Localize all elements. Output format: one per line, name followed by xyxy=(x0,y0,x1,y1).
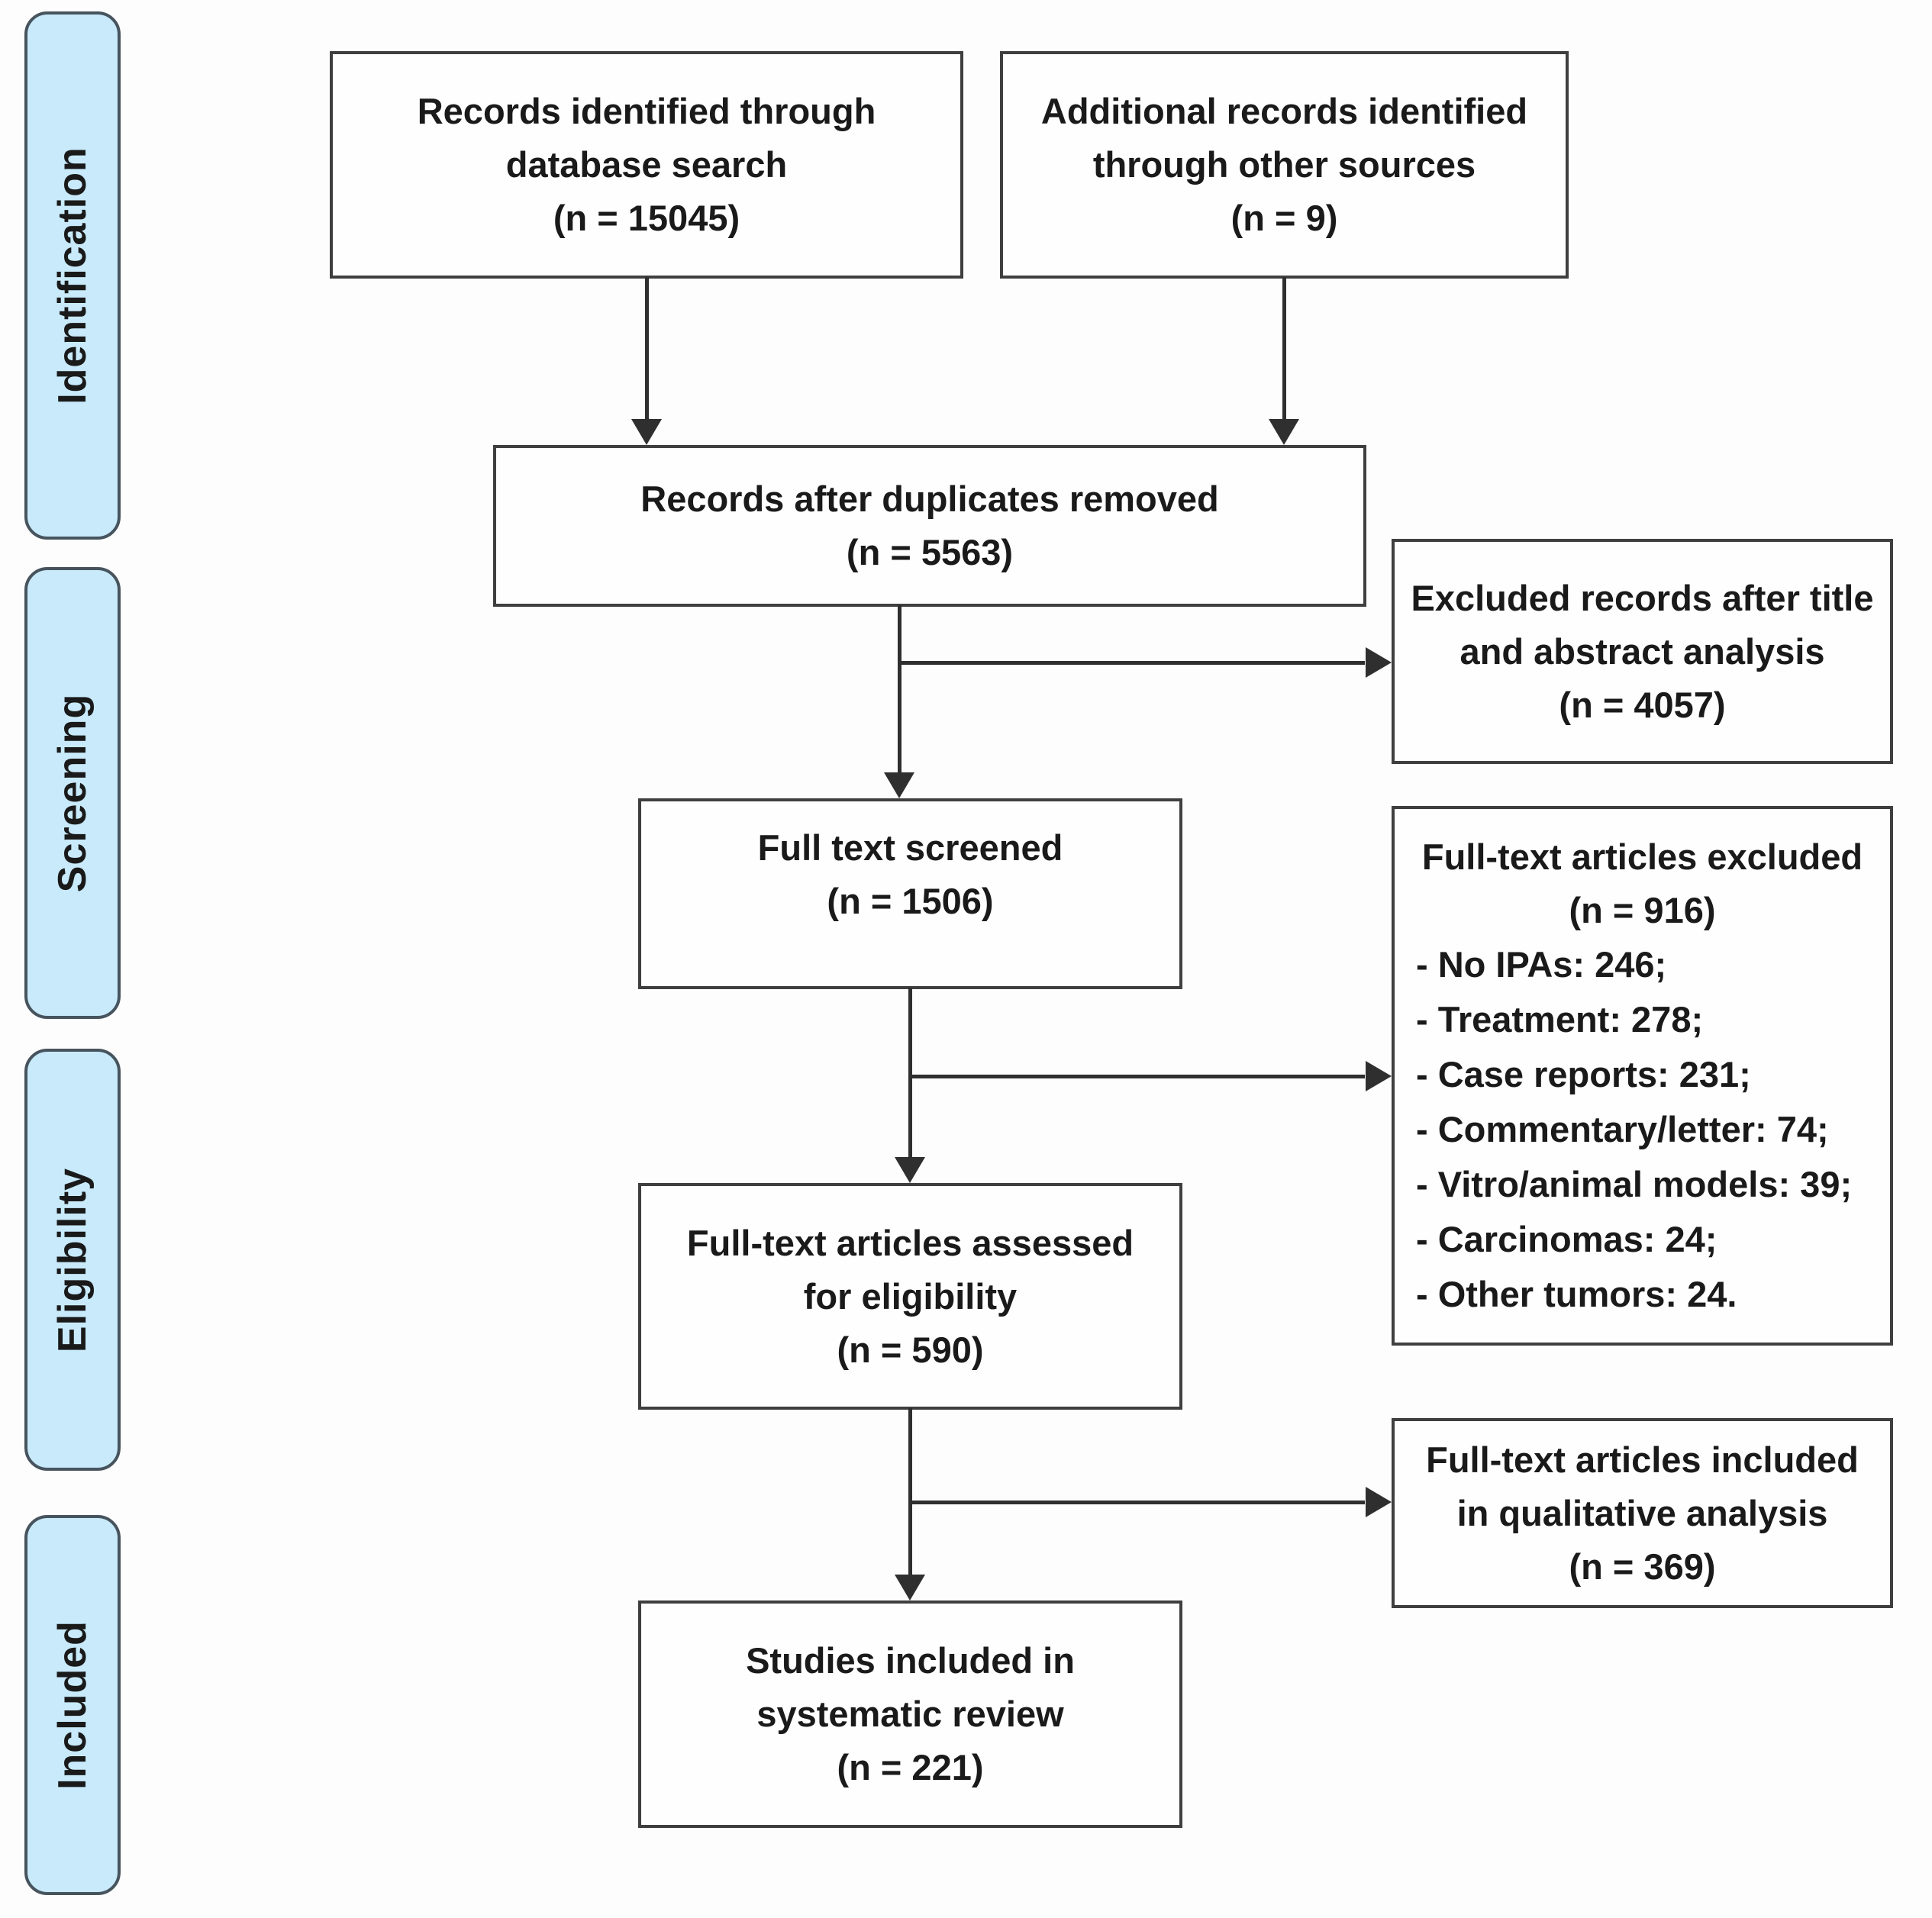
connector-screened-to-excluded xyxy=(910,1075,1365,1078)
box-n-count: (n = 221) xyxy=(837,1747,984,1787)
exclusion-reason: - Other tumors: 24. xyxy=(1416,1274,1737,1314)
stage-tab-included: Included xyxy=(24,1515,121,1895)
arrowhead-down-icon xyxy=(1269,419,1299,445)
arrowhead-right-icon xyxy=(1366,1487,1392,1517)
exclusion-reason: - No IPAs: 246; xyxy=(1416,944,1667,985)
stage-label: Included xyxy=(50,1620,95,1790)
box-text-line: in qualitative analysis xyxy=(1456,1492,1828,1533)
box-text-line: Full-text articles excluded xyxy=(1421,837,1863,877)
box-text-line: Records after duplicates removed xyxy=(640,479,1219,519)
box-text-line: database search xyxy=(505,144,788,185)
box-n-count: (n = 15045) xyxy=(553,198,740,238)
stage-tab-screening: Screening xyxy=(24,567,121,1019)
exclusion-reason: - Vitro/animal models: 39; xyxy=(1416,1164,1853,1204)
box-full-text-assessed: Full-text articles assessed for eligibil… xyxy=(638,1183,1182,1410)
connector-dedup-to-screened xyxy=(898,605,901,774)
arrowhead-down-icon xyxy=(895,1575,925,1600)
stage-label: Identification xyxy=(50,147,95,405)
box-n-count: (n = 9) xyxy=(1230,198,1338,238)
connector-assessed-to-included xyxy=(908,1408,912,1576)
exclusion-reason: - Carcinomas: 24; xyxy=(1416,1219,1718,1259)
exclusion-reason-list: - No IPAs: 246; - Treatment: 278; - Case… xyxy=(1395,937,1890,1322)
box-text-line: Full-text articles assessed xyxy=(686,1222,1134,1263)
box-text-line: Full-text articles included xyxy=(1426,1439,1859,1480)
connector-additional-to-dedup xyxy=(1282,277,1286,421)
connector-assessed-to-qualitative xyxy=(910,1501,1365,1504)
box-n-count: (n = 5563) xyxy=(846,532,1014,572)
stage-label: Screening xyxy=(50,693,95,893)
box-text-line: for eligibility xyxy=(803,1275,1018,1317)
stage-tab-identification: Identification xyxy=(24,11,121,540)
arrowhead-down-icon xyxy=(631,419,662,445)
box-full-text-screened: Full text screened (n = 1506) xyxy=(638,798,1182,989)
stage-label: Eligibility xyxy=(50,1167,95,1352)
exclusion-reason: - Case reports: 231; xyxy=(1416,1054,1751,1094)
arrowhead-right-icon xyxy=(1366,1061,1392,1091)
exclusion-reason: - Treatment: 278; xyxy=(1416,999,1704,1040)
box-text-line: Excluded records after title xyxy=(1411,577,1874,618)
arrowhead-right-icon xyxy=(1366,647,1392,678)
box-n-count: (n = 590) xyxy=(837,1329,984,1370)
box-n-count: (n = 369) xyxy=(1569,1546,1716,1587)
box-qualitative-analysis: Full-text articles included in qualitati… xyxy=(1392,1418,1893,1608)
box-n-count: (n = 916) xyxy=(1569,890,1716,930)
box-excluded-title-abstract: Excluded records after title and abstrac… xyxy=(1392,539,1893,764)
box-full-text-excluded: Full-text articles excluded (n = 916) - … xyxy=(1392,806,1893,1346)
box-n-count: (n = 4057) xyxy=(1559,684,1726,725)
box-additional-records: Additional records identified through ot… xyxy=(1000,51,1569,279)
box-text-line: and abstract analysis xyxy=(1459,630,1825,672)
stage-tab-eligibility: Eligibility xyxy=(24,1049,121,1471)
arrowhead-down-icon xyxy=(884,772,914,798)
box-text-line: Full text screened xyxy=(757,827,1063,868)
arrowhead-down-icon xyxy=(895,1157,925,1183)
exclusion-reason: - Commentary/letter: 74; xyxy=(1416,1109,1829,1149)
box-studies-included: Studies included in systematic review (n… xyxy=(638,1600,1182,1828)
box-records-identified: Records identified through database sear… xyxy=(330,51,963,279)
box-text-line: systematic review xyxy=(756,1694,1064,1734)
box-text-line: Records identified through xyxy=(417,91,876,131)
connector-screened-to-assessed xyxy=(908,988,912,1159)
connector-dedup-to-excluded xyxy=(899,661,1365,665)
connector-identified-to-dedup xyxy=(645,277,649,421)
box-text-line: Studies included in xyxy=(746,1640,1075,1681)
box-records-after-duplicates-removed: Records after duplicates removed (n = 55… xyxy=(493,445,1366,607)
box-text-line: Additional records identified xyxy=(1040,91,1528,131)
box-text-line: through other sources xyxy=(1092,144,1476,185)
box-n-count: (n = 1506) xyxy=(827,881,994,921)
